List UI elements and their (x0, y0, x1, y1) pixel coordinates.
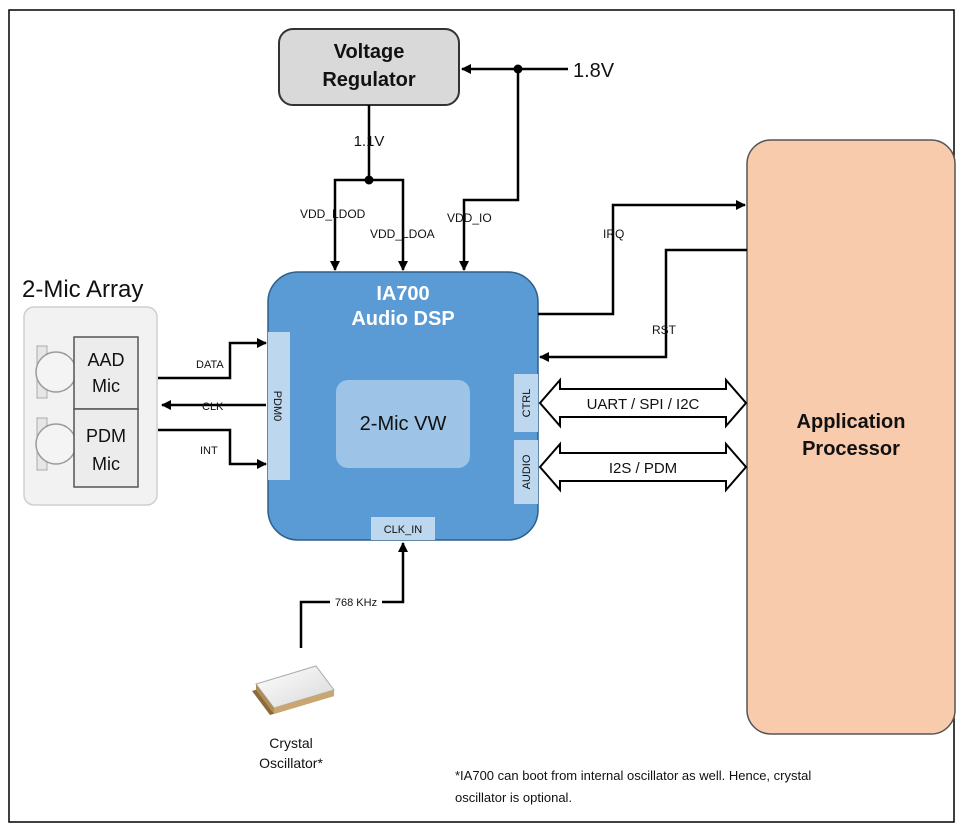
supply-1v8-net: 1.8V VDD_IO (447, 60, 615, 271)
clk-signal-label: CLK (202, 401, 224, 413)
regulator-label-line1: Voltage (334, 41, 405, 63)
rst-label: RST (652, 323, 677, 337)
vdd-ldoa-label: VDD_LDOA (370, 227, 435, 241)
crystal-icon (252, 665, 335, 715)
dsp-inner-block (336, 380, 470, 468)
data-signal-label: DATA (196, 359, 224, 371)
pdm0-port (268, 332, 290, 480)
supply-1v8-label: 1.8V (573, 60, 615, 82)
crystal-oscillator: 768 KHz Crystal Oscillator* (252, 542, 408, 771)
clk-in-port (371, 517, 435, 540)
dsp-inner-label: 2-Mic VW (360, 413, 447, 435)
voltage-regulator: Voltage Regulator (278, 28, 460, 106)
irq-rst-signals: IRQ RST (538, 200, 747, 362)
app-processor-label-line1: Application (797, 411, 906, 433)
pdm-mic: PDM Mic (35, 408, 139, 488)
regulator-label-line2: Regulator (322, 69, 416, 91)
pdm0-port-label: PDM0 (271, 391, 283, 422)
mic-signals: DATA CLK INT (158, 338, 267, 469)
ia700-dsp: IA700 Audio DSP 2-Mic VW PDM0 CTRL AUDIO… (267, 271, 539, 541)
dsp-title-line2: Audio DSP (351, 308, 454, 330)
int-signal-label: INT (200, 445, 218, 457)
audio-bus-label: I2S / PDM (609, 460, 677, 477)
audio-bus: I2S / PDM (538, 441, 748, 493)
ctrl-port-label: CTRL (521, 389, 533, 418)
dsp-title-line1: IA700 (376, 283, 429, 305)
supply-1v1-label: 1.1V (354, 133, 385, 150)
ctrl-bus-label: UART / SPI / I2C (587, 396, 700, 413)
oscillator-frequency-label: 768 KHz (335, 597, 377, 609)
footnote-line1: *IA700 can boot from internal oscillator… (455, 768, 811, 783)
footnote-line2: oscillator is optional. (455, 790, 572, 805)
application-processor: Application Processor (746, 139, 956, 735)
pdm-mic-label-line1: PDM (86, 426, 126, 446)
clk-in-port-label: CLK_IN (384, 524, 423, 536)
vdd-io-label: VDD_IO (447, 211, 492, 225)
mic-array: 2-Mic Array AAD Mic PDM Mic (22, 276, 158, 506)
ctrl-port (514, 374, 538, 432)
vdd-ldod-label: VDD_LDOD (300, 207, 366, 221)
aad-mic-label-line2: Mic (92, 376, 120, 396)
aad-mic-label-line1: AAD (87, 350, 124, 370)
aad-mic: AAD Mic (35, 336, 139, 410)
mic-array-title: 2-Mic Array (22, 276, 143, 303)
audio-port-label: AUDIO (521, 454, 533, 489)
oscillator-label-line1: Crystal (269, 735, 313, 751)
ctrl-bus: UART / SPI / I2C (538, 377, 748, 429)
footnote: *IA700 can boot from internal oscillator… (455, 768, 811, 805)
pdm-mic-label-line2: Mic (92, 454, 120, 474)
audio-port (514, 440, 538, 504)
app-processor-label-line2: Processor (802, 438, 900, 460)
oscillator-label-line2: Oscillator* (259, 755, 323, 771)
supply-1v1-net: 1.1V VDD_LDOD VDD_LDOA (300, 105, 435, 271)
irq-label: IRQ (603, 227, 624, 241)
